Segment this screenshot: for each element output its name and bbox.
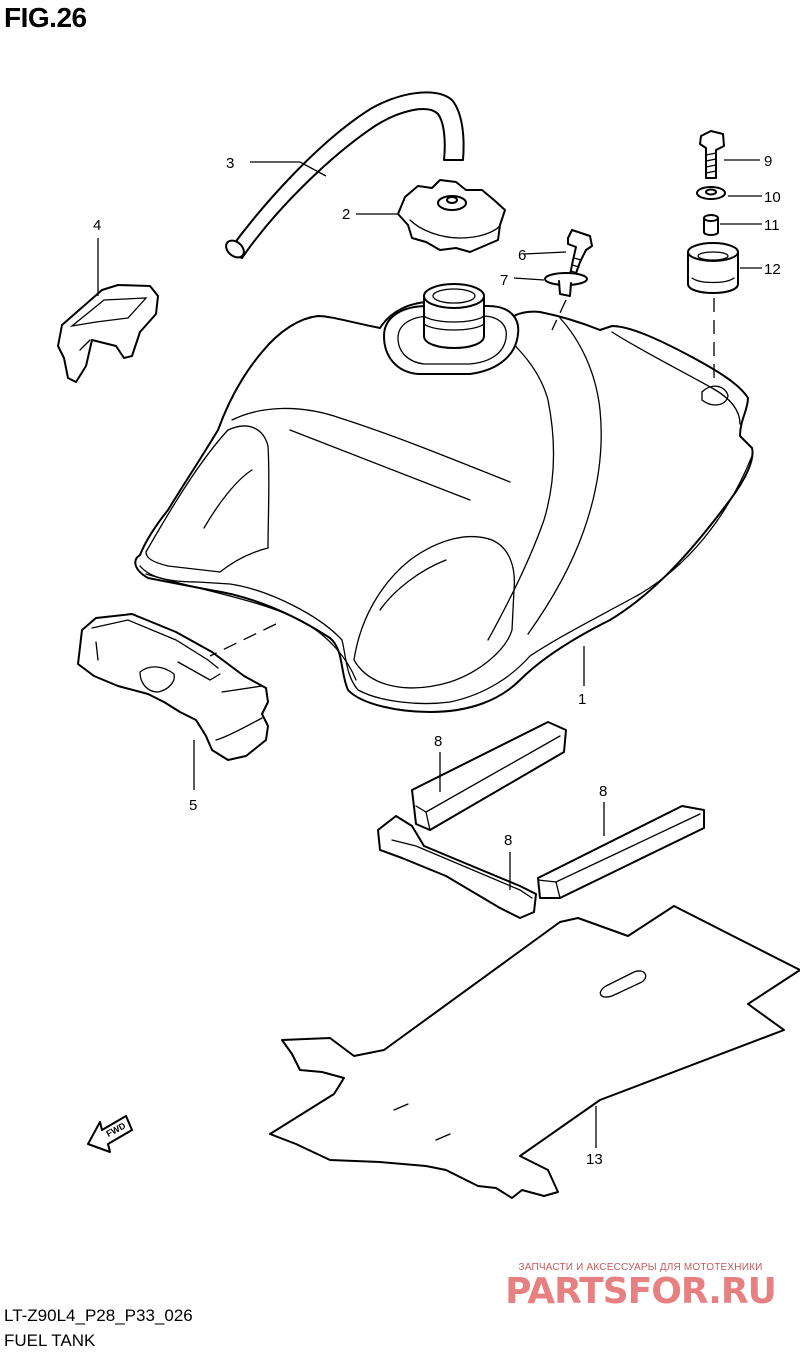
callout-3: 3 xyxy=(226,155,234,172)
vent-hose[interactable] xyxy=(223,91,465,260)
callout-1: 1 xyxy=(578,691,586,708)
callout-7: 7 xyxy=(500,272,508,289)
fuel-tank[interactable] xyxy=(134,283,754,713)
callout-8-a: 8 xyxy=(434,733,442,750)
bolt[interactable] xyxy=(699,130,725,179)
callouts: 1 2 3 4 5 6 7 8 8 8 9 10 11 12 13 xyxy=(93,153,781,1168)
callout-13: 13 xyxy=(586,1151,603,1168)
callout-8-c: 8 xyxy=(599,783,607,800)
heat-shield[interactable] xyxy=(269,905,800,1199)
callout-8-b: 8 xyxy=(504,832,512,849)
collar[interactable] xyxy=(703,214,719,236)
callout-9: 9 xyxy=(764,153,772,170)
callout-2: 2 xyxy=(342,206,350,223)
fwd-arrow: FWD xyxy=(87,1115,133,1153)
screw[interactable] xyxy=(567,229,593,277)
figure-title: FIG.26 xyxy=(4,2,87,33)
watermark: ЗАПЧАСТИ И АКСЕССУАРЫ ДЛЯ МОТОТЕХНИКИ PA… xyxy=(488,1262,793,1311)
callout-6: 6 xyxy=(518,247,526,264)
pad-a[interactable] xyxy=(411,721,567,831)
callout-5: 5 xyxy=(189,797,197,814)
bracket-front[interactable] xyxy=(57,284,159,383)
pad-c[interactable] xyxy=(537,805,705,899)
washer-grommet[interactable] xyxy=(544,272,588,297)
callout-4: 4 xyxy=(93,217,101,234)
callout-12: 12 xyxy=(764,261,781,278)
bracket-rear[interactable] xyxy=(77,613,269,761)
diagram-caption: FUEL TANK xyxy=(4,1331,96,1350)
watermark-tagline: ЗАПЧАСТИ И АКСЕССУАРЫ ДЛЯ МОТОТЕХНИКИ xyxy=(518,1262,763,1273)
rubber-cushion[interactable] xyxy=(687,242,739,294)
watermark-logo: PARTSFOR.RU xyxy=(505,1271,777,1312)
diagram-code: LT-Z90L4_P28_P33_026 xyxy=(4,1306,193,1325)
leader-lines xyxy=(97,159,762,1148)
callout-11: 11 xyxy=(764,217,780,234)
callout-10: 10 xyxy=(764,189,781,206)
washer[interactable] xyxy=(696,186,726,200)
pad-b[interactable] xyxy=(377,815,537,919)
fuel-cap[interactable] xyxy=(397,179,506,253)
